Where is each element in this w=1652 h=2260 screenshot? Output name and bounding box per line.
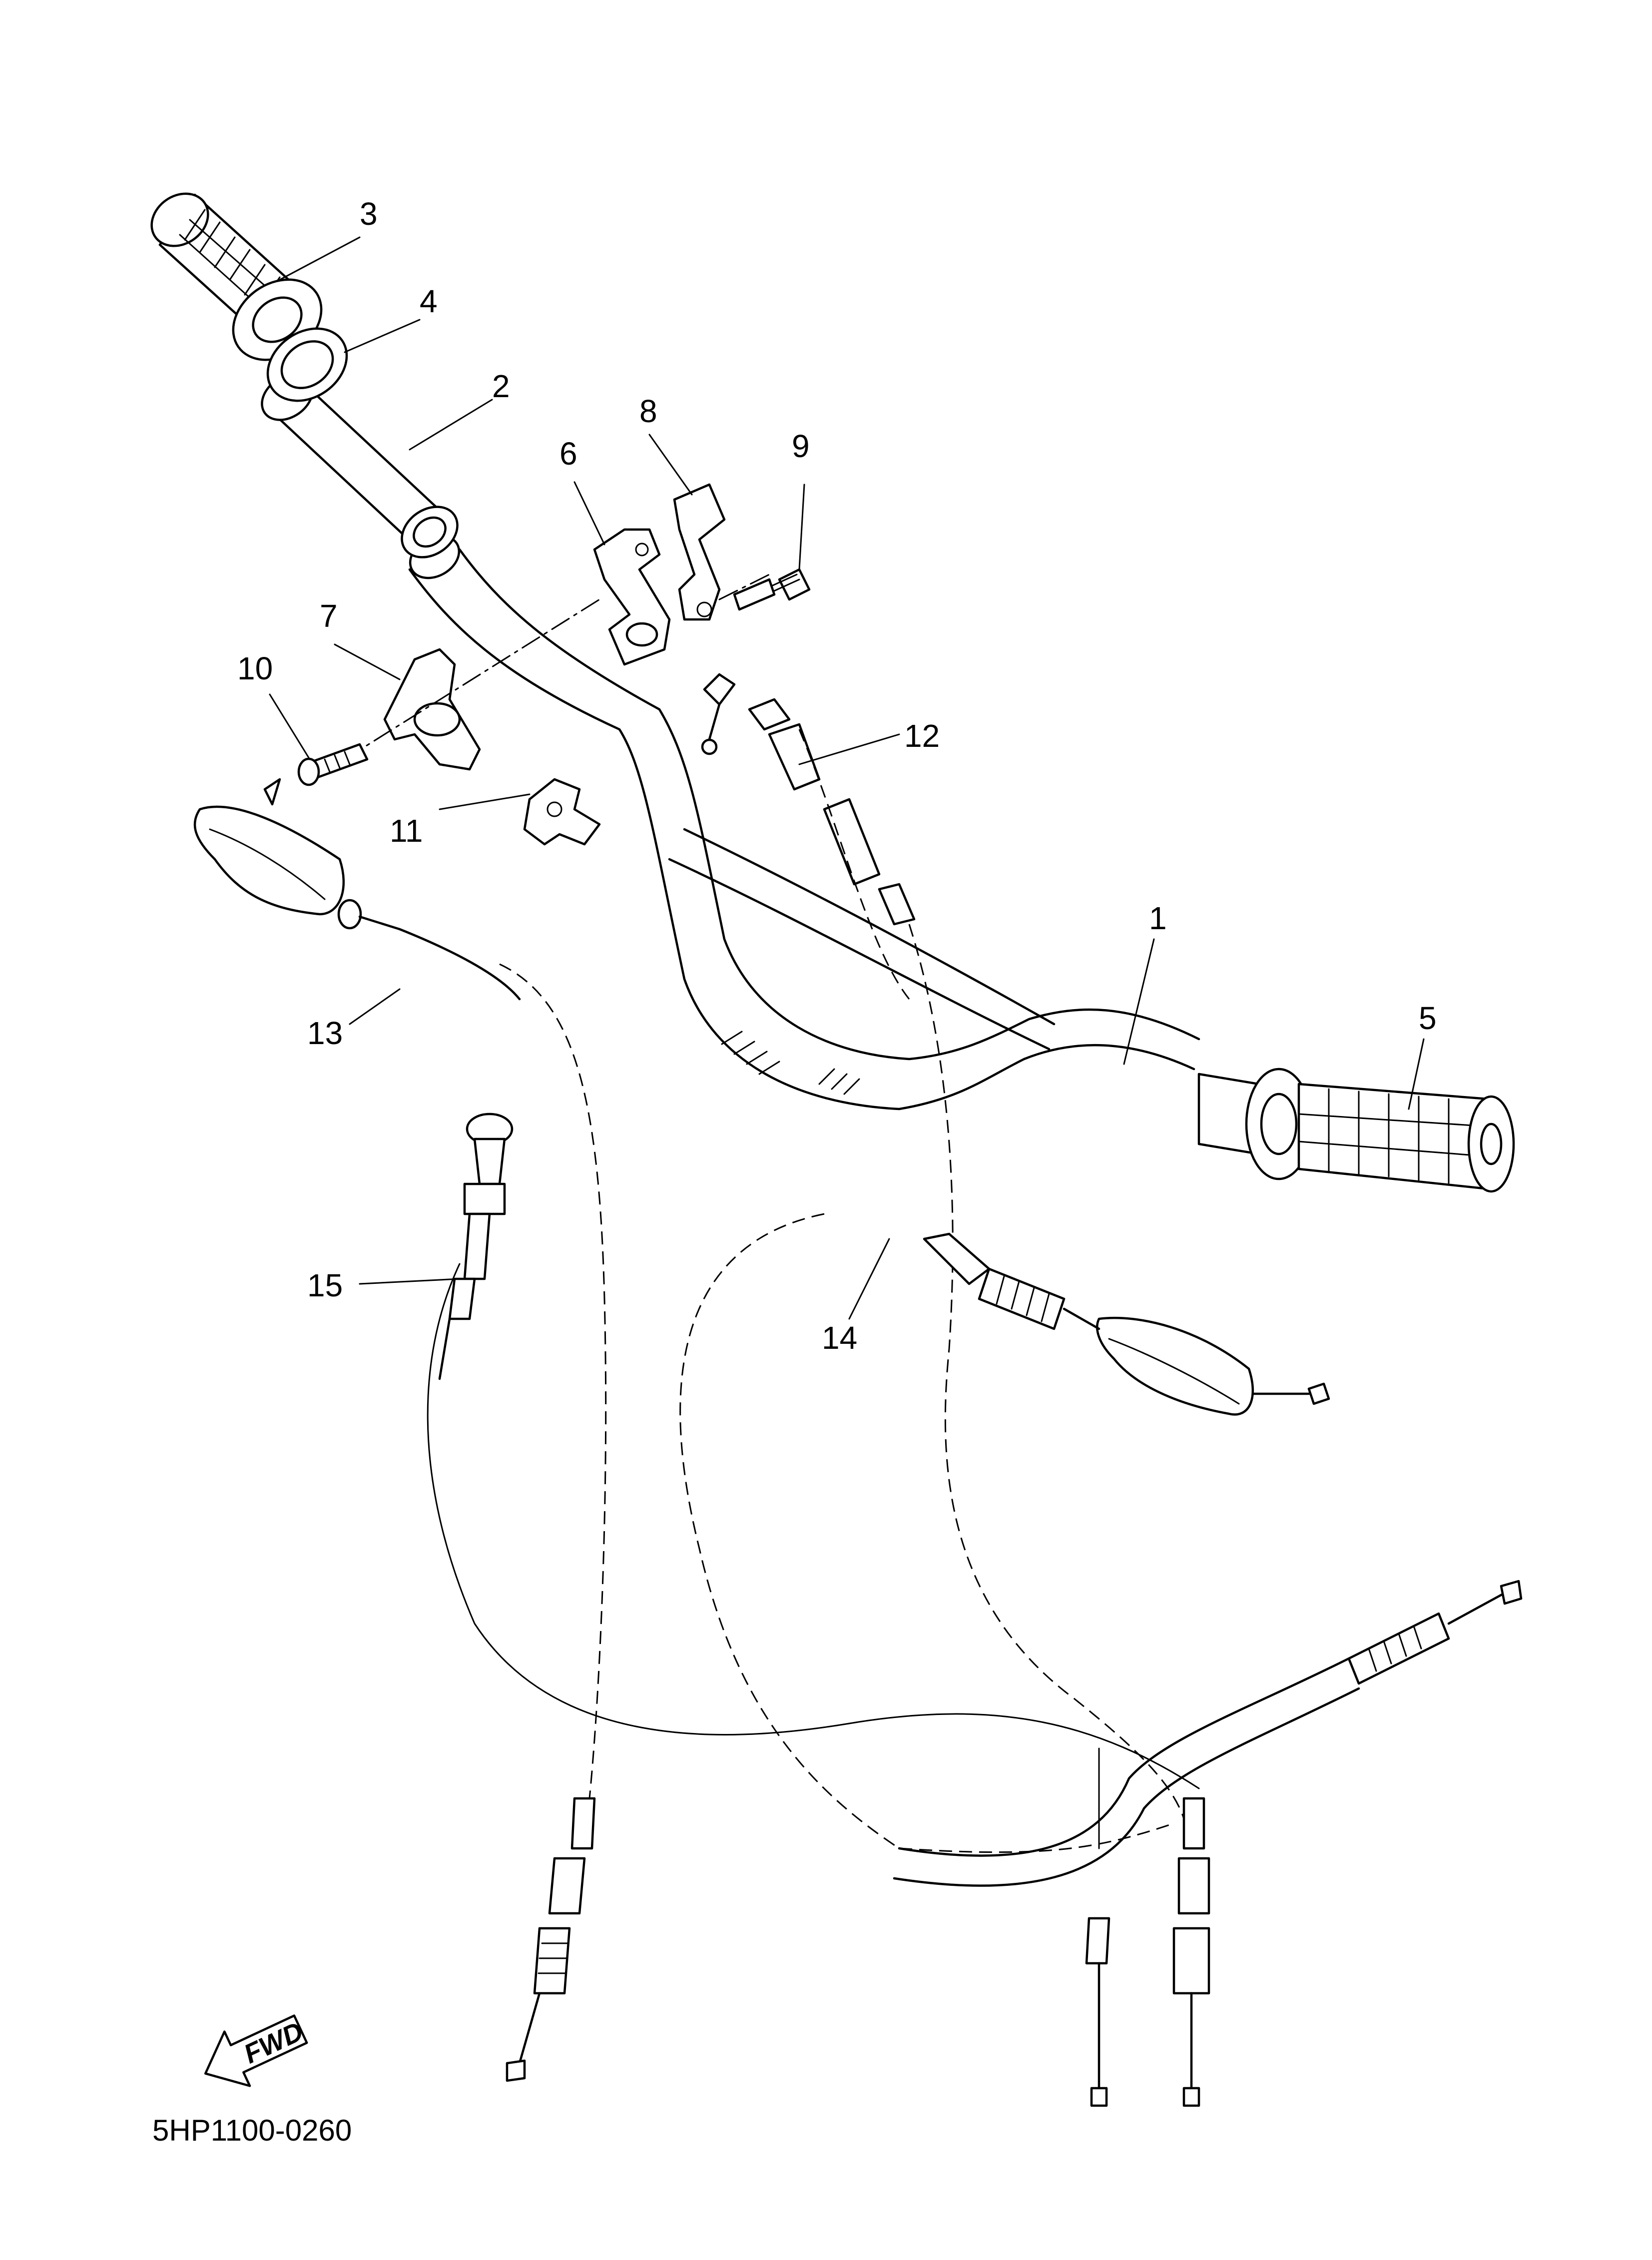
callout-4: 4 xyxy=(420,283,438,319)
leader-15 xyxy=(359,1278,461,1285)
leader-lines xyxy=(269,236,1425,1320)
callout-8: 8 xyxy=(639,393,657,429)
leader-8 xyxy=(648,434,693,496)
callout-13: 13 xyxy=(307,1015,343,1051)
fwd-arrow: FWD xyxy=(204,2014,308,2087)
callout-15: 15 xyxy=(307,1267,343,1303)
callout-3: 3 xyxy=(360,196,378,232)
leader-4 xyxy=(344,319,421,353)
callout-5: 5 xyxy=(1419,1000,1437,1036)
leader-14 xyxy=(848,1238,890,1320)
front-brake-lever xyxy=(193,778,521,1001)
cable-ends xyxy=(506,1580,1523,2107)
handlebar xyxy=(408,535,1200,1111)
cable-runs xyxy=(427,729,1360,1887)
lever-holder-lower xyxy=(383,648,481,771)
lever-holder-upper xyxy=(593,528,671,666)
switch-bracket xyxy=(673,483,726,621)
callout-1: 1 xyxy=(1149,900,1167,936)
cable-holder xyxy=(523,778,601,846)
callout-6: 6 xyxy=(559,436,577,472)
callout-7: 7 xyxy=(320,598,338,634)
callout-10: 10 xyxy=(237,650,273,686)
right-grip xyxy=(1197,1068,1515,1193)
leader-7 xyxy=(334,643,401,680)
leader-11 xyxy=(439,793,531,810)
leader-6 xyxy=(573,481,605,546)
grip-collar xyxy=(266,327,348,402)
leader-13 xyxy=(349,988,401,1025)
assembly-centerline xyxy=(344,573,770,760)
leader-5 xyxy=(1408,1038,1425,1110)
drawing-number: 5HP1100-0260 xyxy=(152,2114,352,2147)
bolt xyxy=(297,743,369,786)
clutch-cable-upper xyxy=(701,673,916,926)
leader-2 xyxy=(409,399,493,451)
leader-3 xyxy=(279,236,361,281)
callout-11: 11 xyxy=(390,813,423,849)
callout-2: 2 xyxy=(492,368,510,404)
leader-1 xyxy=(1123,938,1155,1065)
callout-9: 9 xyxy=(792,428,810,464)
callouts: 1 2 3 4 5 6 7 8 9 10 11 12 13 14 15 xyxy=(237,196,1437,1356)
screw xyxy=(733,568,811,611)
leader-10 xyxy=(269,693,311,760)
leader-9 xyxy=(798,484,805,570)
leader-12 xyxy=(798,733,900,765)
starter-cable xyxy=(438,1113,514,1380)
callout-14: 14 xyxy=(822,1320,857,1356)
callout-12: 12 xyxy=(904,718,940,754)
hot-start-lever xyxy=(923,1232,1330,1416)
